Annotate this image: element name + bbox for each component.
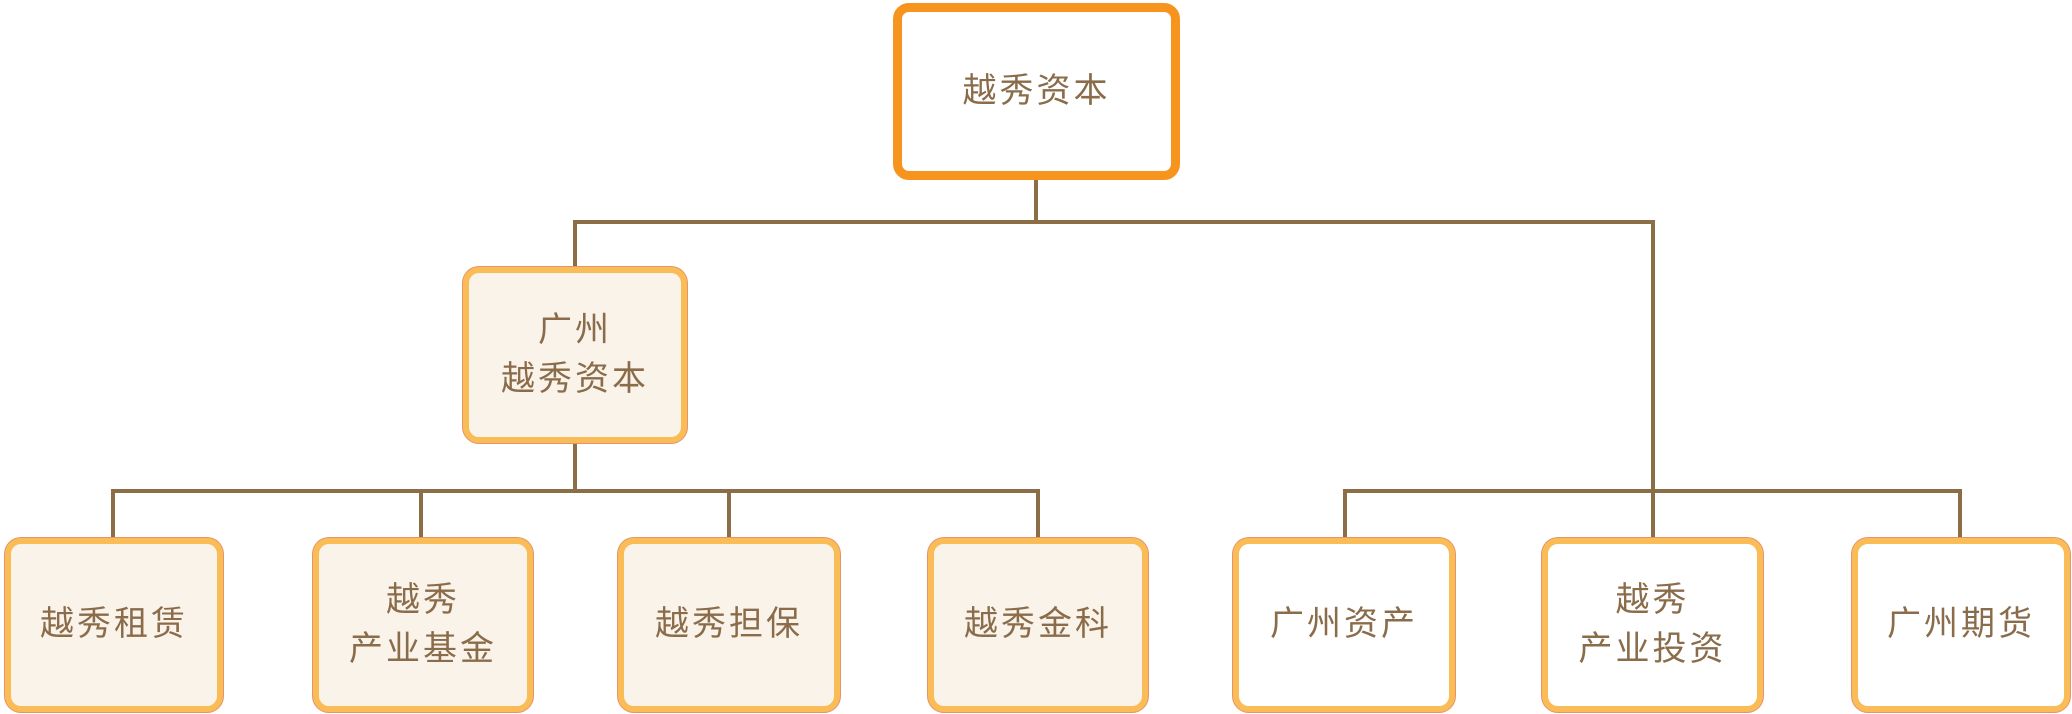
connector-drop-guangzhou-asset xyxy=(1343,491,1347,539)
node-yuexiu-fintech: 越秀金科 xyxy=(928,538,1148,712)
node-yuexiu-industrial-fund: 越秀 产业基金 xyxy=(313,538,533,712)
node-label: 越秀 产业基金 xyxy=(349,580,497,668)
node-guangzhou-yuexiu-capital: 广州 越秀资本 xyxy=(463,267,687,443)
node-label: 广州期货 xyxy=(1887,605,2035,644)
connector-drop-guangzhou-futures xyxy=(1958,491,1962,539)
connector-drop-yuexiu-guarantee xyxy=(727,491,731,539)
node-yuexiu-capital: 越秀资本 xyxy=(893,3,1180,180)
connector-top-horizontal xyxy=(573,220,1655,224)
connector-root-drop xyxy=(1034,180,1038,224)
node-guangzhou-futures: 广州期货 xyxy=(1852,538,2070,712)
node-yuexiu-leasing: 越秀租赁 xyxy=(5,538,223,712)
node-guangzhou-asset: 广州资产 xyxy=(1233,538,1455,712)
node-label: 越秀担保 xyxy=(655,605,803,644)
node-label: 越秀 产业投资 xyxy=(1578,580,1727,668)
connector-right-branch-horizontal xyxy=(1343,489,1962,493)
connector-drop-yuexiu-industrial-fund xyxy=(419,491,423,539)
node-label: 越秀租赁 xyxy=(40,605,188,644)
node-label: 广州资产 xyxy=(1270,605,1418,644)
connector-drop-yuexiu-fintech xyxy=(1036,491,1040,539)
connector-drop-yuexiu-leasing xyxy=(111,491,115,539)
node-yuexiu-industrial-investment: 越秀 产业投资 xyxy=(1542,538,1763,712)
connector-guangzhou-yuexiu-out xyxy=(573,443,577,491)
node-label: 越秀金科 xyxy=(964,605,1112,644)
connector-right-branch-drop xyxy=(1651,222,1655,539)
connector-left-branch-horizontal xyxy=(111,489,1040,493)
connector-guangzhou-yuexiu-in xyxy=(573,222,577,268)
node-yuexiu-guarantee: 越秀担保 xyxy=(618,538,840,712)
node-label: 越秀资本 xyxy=(962,71,1111,110)
node-label: 广州 越秀资本 xyxy=(501,310,649,398)
